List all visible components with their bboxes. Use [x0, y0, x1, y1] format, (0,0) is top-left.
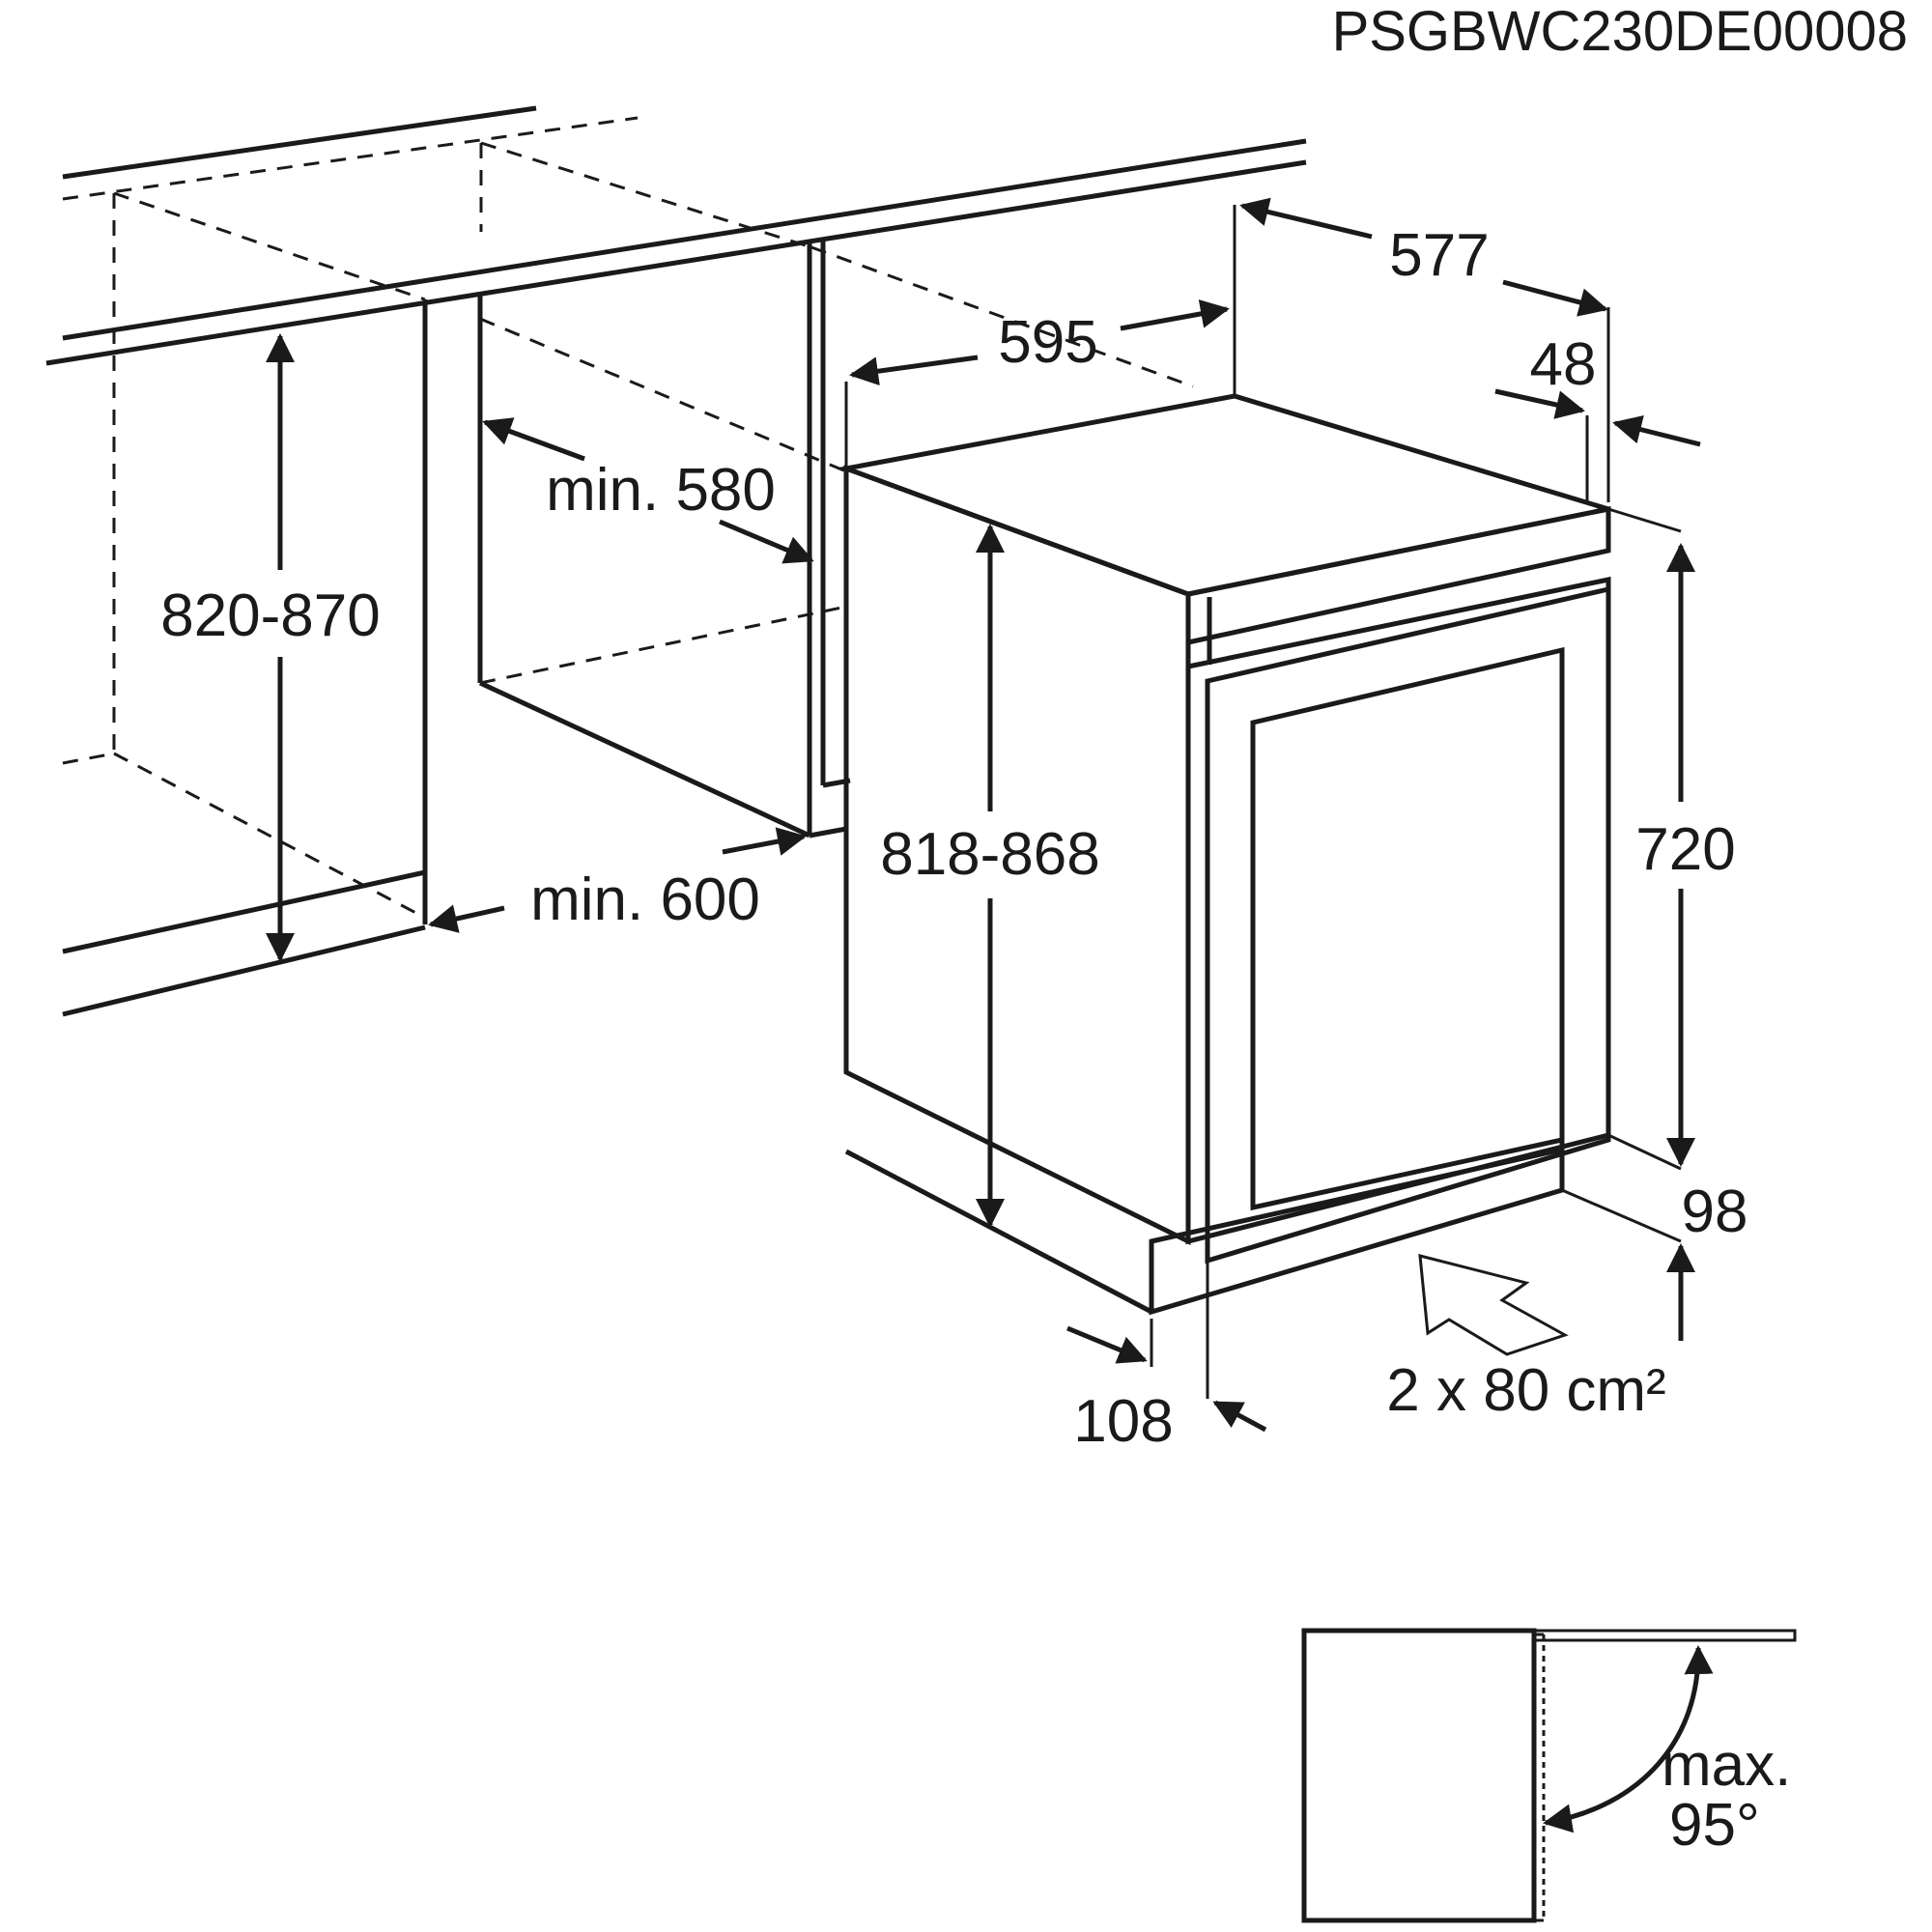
door-swing-angle-label: 95°	[1669, 1792, 1760, 1859]
niche-depth-label: min. 580	[546, 457, 776, 524]
body-height-dimension: 720	[1607, 507, 1736, 1171]
plinth-height-label: 98	[1682, 1179, 1748, 1245]
height-range-label: 818-868	[880, 821, 1100, 888]
plinth-depth-dimension: 108	[1066, 1261, 1267, 1455]
ventilation-indicator: 2 x 80 cm²	[1386, 1254, 1666, 1424]
niche-depth-dimension: min. 580	[482, 417, 814, 564]
niche-width-dimension: min. 600	[428, 827, 807, 933]
depth-label: 577	[1389, 222, 1489, 289]
depth-dimension: 577	[1239, 197, 1610, 502]
plinth-depth-label: 108	[1073, 1388, 1173, 1455]
model-code: PSGBWC230DE00008	[1332, 0, 1908, 63]
niche-height-dimension: 820-870	[160, 333, 381, 962]
door-swing-max-label: max.	[1662, 1732, 1791, 1799]
niche-width-label: min. 600	[530, 867, 760, 933]
airflow-arrow-icon	[1418, 1254, 1569, 1356]
door-offset-dimension: 48	[1494, 331, 1701, 504]
ventilation-label: 2 x 80 cm²	[1386, 1357, 1665, 1424]
plinth-height-dimension: 98	[1561, 1179, 1748, 1341]
width-dimension: 595	[844, 205, 1236, 469]
height-range-dimension: 818-868	[880, 524, 1100, 1228]
body-height-label: 720	[1635, 816, 1735, 883]
niche-height-label: 820-870	[160, 582, 381, 649]
door-swing-detail: max. 95°	[1301, 1628, 1797, 1923]
width-label: 595	[998, 309, 1097, 376]
cabinet-niche	[45, 105, 1307, 1017]
door-offset-label: 48	[1530, 331, 1597, 398]
